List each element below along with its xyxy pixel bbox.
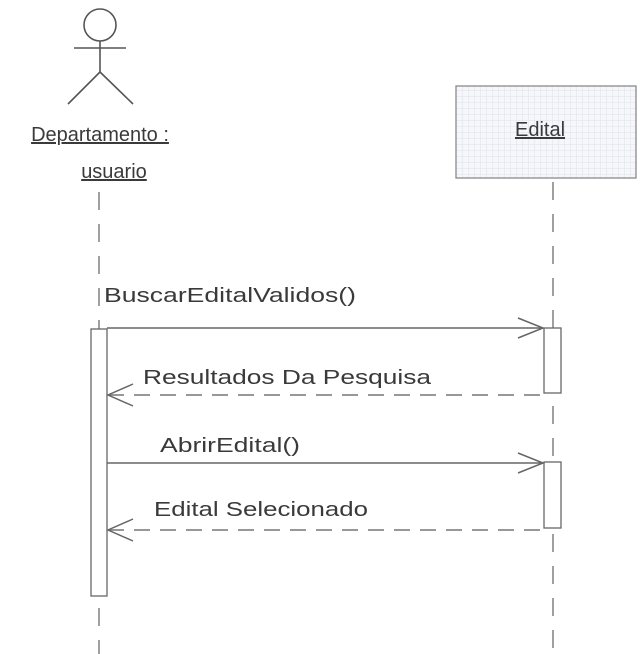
- object-name: Edital: [515, 119, 565, 141]
- actor-right-leg: [99, 71, 134, 105]
- arrowhead-icon: [517, 317, 546, 339]
- object-activation-bar-1: [543, 327, 562, 394]
- message-buscar-edital-validos: BuscarEditalValidos(): [104, 285, 546, 339]
- actor-head: [83, 8, 117, 42]
- actor-name-line2: usuario: [81, 161, 147, 183]
- actor-activation-bar: [90, 328, 108, 597]
- message-label: AbrirEdital(): [160, 435, 300, 457]
- message-edital-selecionado: Edital Selecionado: [106, 499, 543, 542]
- object-activation-bar-2: [543, 461, 562, 529]
- message-resultados-da-pesquisa: Resultados Da Pesquisa: [106, 367, 543, 407]
- object-box: Edital: [455, 85, 637, 179]
- arrowhead-icon: [517, 452, 546, 474]
- message-label: Edital Selecionado: [154, 499, 368, 521]
- actor-stick-figure: [67, 8, 134, 105]
- arrowhead-icon: [106, 383, 134, 407]
- actor-name-line1: Departamento :: [31, 124, 169, 146]
- object-box-frame: [455, 85, 637, 179]
- message-label: Resultados Da Pesquisa: [143, 367, 432, 389]
- actor-left-leg: [67, 71, 101, 105]
- message-abrir-edital: AbrirEdital(): [107, 435, 546, 474]
- arrowhead-icon: [106, 518, 134, 542]
- message-label: BuscarEditalValidos(): [104, 285, 356, 307]
